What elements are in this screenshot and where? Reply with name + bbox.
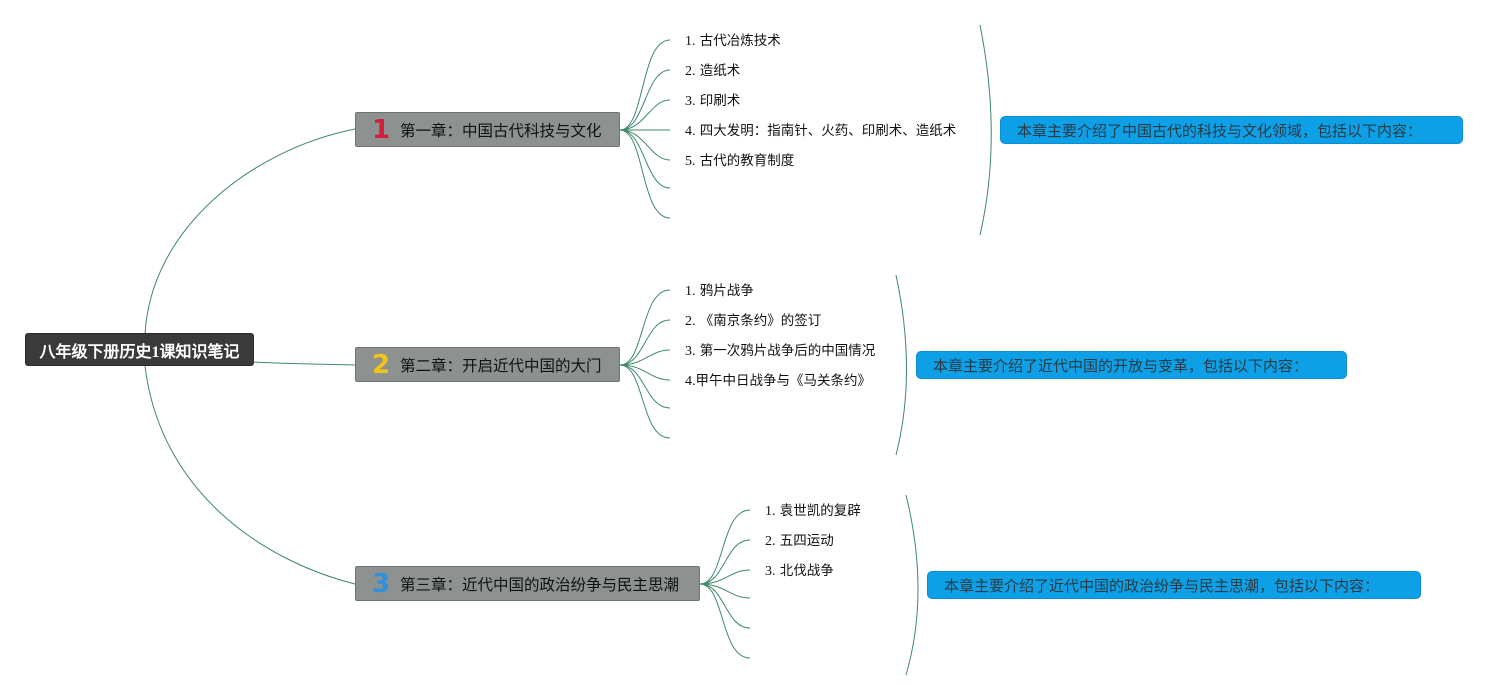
connector-ch1-item-3: [619, 99, 671, 131]
chapter-3-title: 第三章：近代中国的政治纷争与民主思潮: [400, 575, 680, 594]
chapter-3-node[interactable]: 3 第三章：近代中国的政治纷争与民主思潮: [355, 566, 700, 601]
chapter-2-number-icon: 2: [371, 349, 391, 380]
chapter-1-item-2[interactable]: 2. 造纸术: [685, 63, 741, 79]
connector-ch3-empty-1: [699, 583, 751, 599]
chapter-2-item-2[interactable]: 2. 《南京条约》的签订: [685, 313, 822, 329]
connector-ch1-item-2: [619, 69, 671, 131]
chapter-1-item-5[interactable]: 5. 古代的教育制度: [685, 153, 795, 169]
connector-ch3-item-3: [699, 569, 751, 585]
connector-ch2-empty-2: [619, 364, 671, 439]
chapter-1-title: 第一章：中国古代科技与文化: [400, 121, 602, 140]
connector-ch1-empty-1: [619, 129, 671, 189]
chapter-2-title: 第二章：开启近代中国的大门: [400, 356, 602, 375]
chapter-2-item-3[interactable]: 3. 第一次鸦片战争后的中国情况: [685, 343, 876, 359]
chapter-1-node[interactable]: 1 第一章：中国古代科技与文化: [355, 112, 620, 147]
connector-ch1-item-1: [619, 39, 671, 131]
connector-ch3-empty-3: [699, 583, 751, 659]
chapter-3-number-icon: 3: [371, 568, 391, 599]
chapter-2-item-4[interactable]: 4.甲午中日战争与《马关条约》: [685, 373, 871, 389]
chapter-1-item-4[interactable]: 4. 四大发明：指南针、火药、印刷术、造纸术: [685, 123, 957, 139]
bracket-ch2: [895, 274, 907, 456]
bracket-ch1: [979, 24, 992, 236]
connector-ch1-item-5: [619, 129, 671, 161]
connector-ch2-item-1: [619, 289, 671, 366]
connector-ch1-empty-2: [619, 129, 671, 219]
chapter-3-item-3[interactable]: 3. 北伐战争: [765, 563, 834, 579]
connector-ch2-item-2: [619, 319, 671, 366]
chapter-3-item-1[interactable]: 1. 袁世凯的复辟: [765, 503, 861, 519]
chapter-2-node[interactable]: 2 第二章：开启近代中国的大门: [355, 347, 620, 382]
root-title: 八年级下册历史1课知识笔记: [39, 343, 240, 361]
chapter-1-number-icon: 1: [371, 114, 391, 145]
connector-ch3-item-2: [699, 539, 751, 585]
connector-root-chapter-1: [144, 128, 356, 336]
connector-ch2-item-3: [619, 349, 671, 366]
chapter-2-summary[interactable]: 本章主要介绍了近代中国的开放与变革，包括以下内容：: [916, 351, 1347, 379]
root-node[interactable]: 八年级下册历史1课知识笔记: [25, 333, 254, 366]
connector-ch3-empty-2: [699, 583, 751, 629]
connector-ch2-empty-1: [619, 364, 671, 409]
chapter-3-item-2[interactable]: 2. 五四运动: [765, 533, 834, 549]
chapter-3-summary[interactable]: 本章主要介绍了近代中国的政治纷争与民主思潮，包括以下内容：: [927, 571, 1421, 599]
chapter-1-item-3[interactable]: 3. 印刷术: [685, 93, 741, 109]
chapter-2-item-1[interactable]: 1. 鸦片战争: [685, 283, 754, 299]
bracket-ch3: [905, 494, 919, 676]
chapter-1-summary[interactable]: 本章主要介绍了中国古代的科技与文化领域，包括以下内容：: [1000, 116, 1463, 144]
connector-ch3-item-1: [699, 509, 751, 585]
chapter-1-item-1[interactable]: 1. 古代冶炼技术: [685, 33, 781, 49]
connector-root-chapter-2: [253, 361, 356, 366]
connector-root-chapter-3: [144, 365, 356, 585]
